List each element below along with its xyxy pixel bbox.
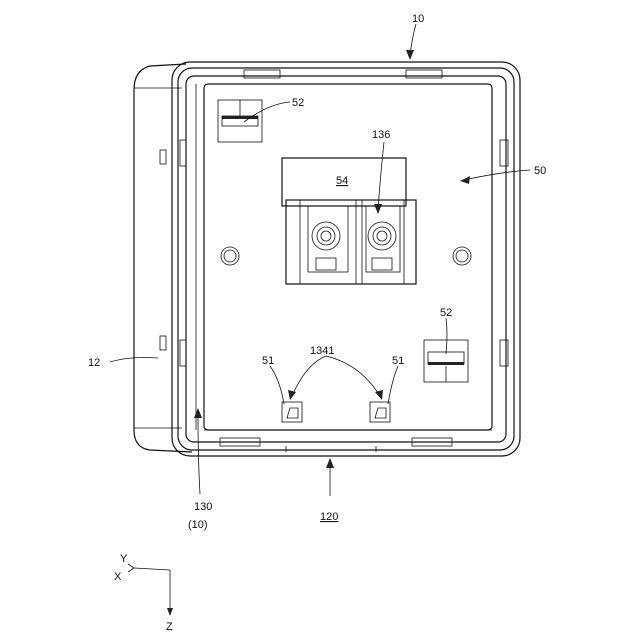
label-51-left: 51 <box>262 355 274 367</box>
coordinate-axes: Y X Z <box>114 553 173 633</box>
label-10-top: 10 <box>412 13 424 25</box>
slots-51 <box>282 402 390 422</box>
outer-frame <box>172 62 520 456</box>
label-51-right: 51 <box>392 355 404 367</box>
label-136: 136 <box>372 129 390 141</box>
label-130: 130 <box>194 501 212 513</box>
label-52-right: 52 <box>440 307 452 319</box>
clip-right <box>424 340 468 382</box>
axis-z-label: Z <box>166 621 173 633</box>
inner-plate <box>196 84 492 430</box>
label-120: 120 <box>320 511 338 523</box>
label-52-top: 52 <box>292 97 304 109</box>
label-50: 50 <box>534 165 546 177</box>
label-12: 12 <box>88 357 100 369</box>
label-1341: 1341 <box>310 345 334 357</box>
axis-y-label: Y <box>120 553 128 565</box>
label-10-paren: (10) <box>188 519 208 531</box>
clip-top-left <box>218 100 262 142</box>
leader-lines <box>110 24 530 496</box>
axis-x-label: X <box>114 571 122 583</box>
mounting-holes <box>221 247 471 265</box>
label-54: 54 <box>336 175 348 187</box>
side-body <box>134 64 192 452</box>
connector-block <box>282 158 416 284</box>
